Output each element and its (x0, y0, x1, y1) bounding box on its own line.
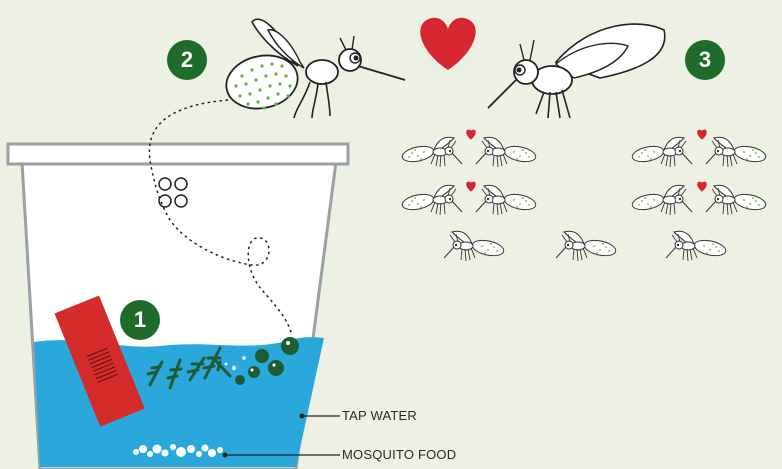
step-1-badge: 1 (120, 300, 160, 340)
heart-icon (697, 130, 706, 140)
heart-icon (466, 130, 475, 140)
step-2-badge: 2 (167, 40, 207, 80)
heart-icon (466, 182, 475, 192)
heart-icon (697, 182, 706, 192)
mosquito-swarm (401, 137, 767, 261)
mosquito-icon (488, 24, 665, 118)
cup (8, 144, 348, 469)
step-3-badge: 3 (685, 40, 725, 80)
mosquito-food-label: MOSQUITO FOOD (342, 447, 456, 462)
tap-water-label: TAP WATER (342, 408, 417, 423)
heart-icon (420, 18, 475, 70)
mosquito-icon (221, 19, 405, 118)
